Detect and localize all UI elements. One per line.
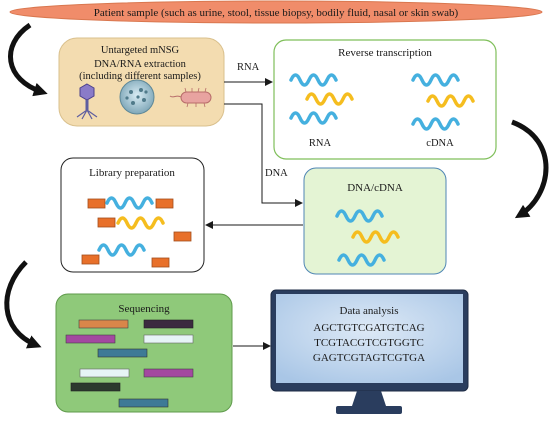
bacterium-icon <box>169 87 212 108</box>
virus-icon <box>119 79 155 115</box>
curved-arrow-2 <box>511 119 549 219</box>
sequencing-title: Sequencing <box>118 303 170 315</box>
rna-strand <box>289 73 338 87</box>
read-bar <box>70 382 121 392</box>
library-preparation-title: Library preparation <box>89 167 175 179</box>
curved-arrow-3 <box>4 260 42 349</box>
dna-cdna-panel: DNA/cDNA <box>303 167 447 275</box>
rna-strand <box>305 92 354 106</box>
monitor-icon: Data analysis AGCTGTCGATGTCAG TCGTACGTCG… <box>270 289 469 414</box>
extraction-title: Untargeted mNSG <box>101 45 180 56</box>
dna-strand <box>337 253 386 267</box>
reverse-transcription-title: Reverse transcription <box>338 47 432 59</box>
dna-fragment <box>116 216 165 230</box>
read-bar <box>143 334 194 344</box>
cdna-strand <box>411 117 460 131</box>
sequencing-panel: Sequencing <box>55 293 233 413</box>
data-analysis-title: Data analysis <box>340 305 399 317</box>
read-bar <box>118 398 169 408</box>
sequence-line-1: AGCTGTCGATGTCAG <box>313 322 424 334</box>
cdna-strand <box>411 73 460 87</box>
read-bar <box>97 348 148 358</box>
read-bar <box>79 368 130 378</box>
dna-arrow-label: DNA <box>265 168 288 179</box>
dna-arrow <box>224 103 303 207</box>
adapter <box>151 257 170 268</box>
cdna-label: cDNA <box>426 138 454 149</box>
adapter <box>97 217 116 228</box>
extraction-line1: DNA/RNA extraction <box>94 59 187 70</box>
extraction-box: Untargeted mNSG DNA/RNA extraction (incl… <box>58 37 225 127</box>
dna-fragment <box>97 243 146 257</box>
patient-sample-banner: Patient sample (such as urine, stool, ti… <box>9 0 543 24</box>
reverse-transcription-panel: Reverse transcription RNA cDNA <box>273 39 497 160</box>
rna-strand <box>289 111 338 125</box>
curved-arrow-1 <box>8 22 48 97</box>
rna-strands <box>289 73 354 125</box>
adapter <box>155 198 174 209</box>
cdna-strand <box>426 94 475 108</box>
sequence-line-2: TCGTACGTCGTGGTC <box>314 337 424 349</box>
rna-label: RNA <box>309 138 332 149</box>
adapter <box>81 254 100 265</box>
extraction-line2: (including different samples) <box>79 71 201 82</box>
dna-strand <box>351 230 400 244</box>
cdna-strands <box>411 73 475 131</box>
rna-arrow-label: RNA <box>237 62 260 73</box>
library-preparation-panel: Library preparation <box>60 157 205 273</box>
dna-strand <box>335 209 384 223</box>
bacteriophage-icon <box>76 83 98 120</box>
adapter <box>87 198 106 209</box>
read-bar <box>143 368 194 378</box>
read-bar <box>143 319 194 329</box>
read-bar <box>65 334 116 344</box>
dna-cdna-title: DNA/cDNA <box>347 182 403 194</box>
adapter <box>173 231 192 242</box>
read-bar <box>78 319 129 329</box>
patient-sample-label: Patient sample (such as urine, stool, ti… <box>94 7 459 19</box>
sequence-line-3: GAGTCGTAGTCGTGA <box>313 352 425 364</box>
dna-fragment <box>105 196 154 210</box>
